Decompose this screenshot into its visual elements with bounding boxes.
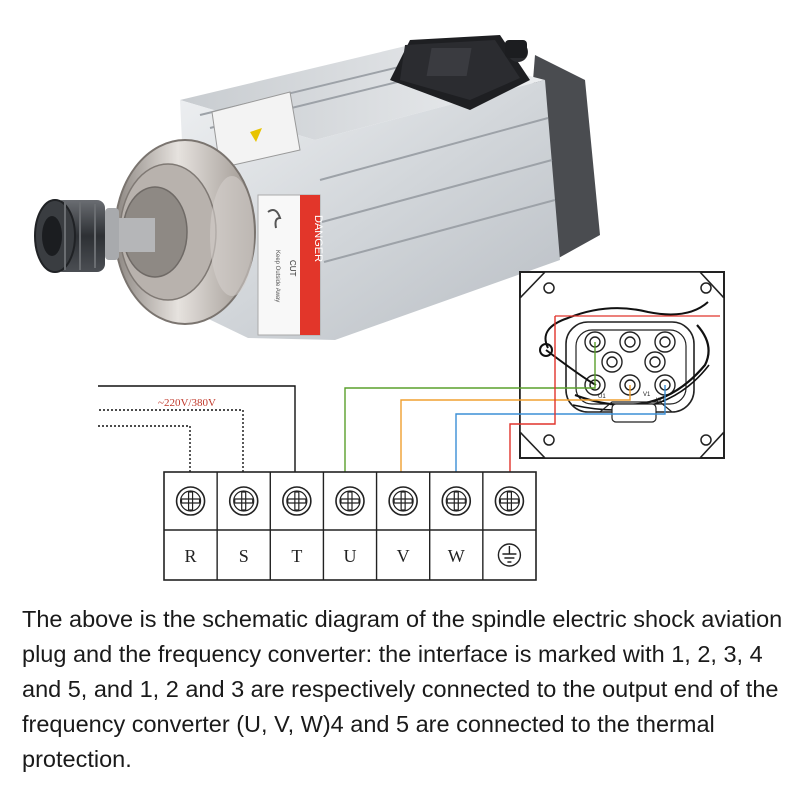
hazard-icon bbox=[250, 128, 262, 142]
cut-label-text: CUT bbox=[288, 260, 297, 277]
spindle-motor: DANGER CUT Keep Outside Away bbox=[34, 35, 600, 340]
wire-green bbox=[344, 342, 596, 472]
ground-symbol-icon bbox=[497, 543, 522, 567]
wire-dotted-r bbox=[98, 425, 191, 472]
terminal-label-t: T bbox=[291, 546, 302, 566]
plate-label-v1: V1 bbox=[643, 392, 651, 398]
thermal-switch bbox=[611, 403, 657, 423]
plate-mount-hole bbox=[700, 282, 712, 294]
terminal-screw-icon[interactable] bbox=[282, 486, 312, 516]
terminal-label-s: S bbox=[239, 546, 249, 566]
terminal-label-w: W bbox=[448, 546, 465, 566]
danger-label-text: DANGER bbox=[312, 215, 324, 262]
plate-label-w1: W1 bbox=[656, 398, 666, 404]
terminal-screw-icon[interactable] bbox=[335, 486, 365, 516]
plate-mount-hole bbox=[543, 434, 555, 446]
collet-nut bbox=[34, 199, 155, 273]
danger-band bbox=[300, 195, 320, 335]
terminal-screw-icon[interactable] bbox=[494, 486, 525, 516]
wire-blue bbox=[455, 385, 666, 472]
terminal-screw-icon[interactable] bbox=[175, 486, 206, 516]
plate-mount-hole bbox=[543, 282, 555, 294]
wire-dotted-s bbox=[98, 409, 244, 472]
terminal-label-r: R bbox=[185, 546, 197, 566]
brand-label-text: Keep Outside Away bbox=[274, 250, 280, 302]
wire-black-t bbox=[98, 385, 296, 472]
terminal-block: R S T U V W bbox=[163, 471, 537, 581]
plate-label-u1: U1 bbox=[598, 394, 606, 400]
connector-plate: U1 V1 W1 bbox=[519, 271, 725, 459]
hand-icon bbox=[267, 209, 282, 229]
junction-box bbox=[390, 35, 530, 110]
terminal-screw-icon[interactable] bbox=[441, 486, 472, 516]
terminal-label-v: V bbox=[397, 546, 410, 566]
wire-red bbox=[509, 316, 556, 472]
plate-wire-black bbox=[544, 301, 709, 349]
voltage-label: ~220V/380V bbox=[158, 397, 216, 409]
terminal-cells: R S T U V W bbox=[175, 472, 525, 580]
wire-bundle bbox=[98, 316, 666, 472]
terminal-screw-icon[interactable] bbox=[388, 486, 418, 516]
diagram-caption: The above is the schematic diagram of th… bbox=[22, 606, 783, 772]
ground-lug bbox=[539, 343, 553, 357]
danger-label: DANGER CUT Keep Outside Away bbox=[257, 194, 324, 336]
motor-flange bbox=[114, 139, 256, 325]
terminal-label-u: U bbox=[343, 546, 356, 566]
plate-mount-hole bbox=[700, 434, 712, 446]
wire-orange bbox=[400, 385, 631, 472]
terminal-screw-icon[interactable] bbox=[228, 486, 259, 516]
